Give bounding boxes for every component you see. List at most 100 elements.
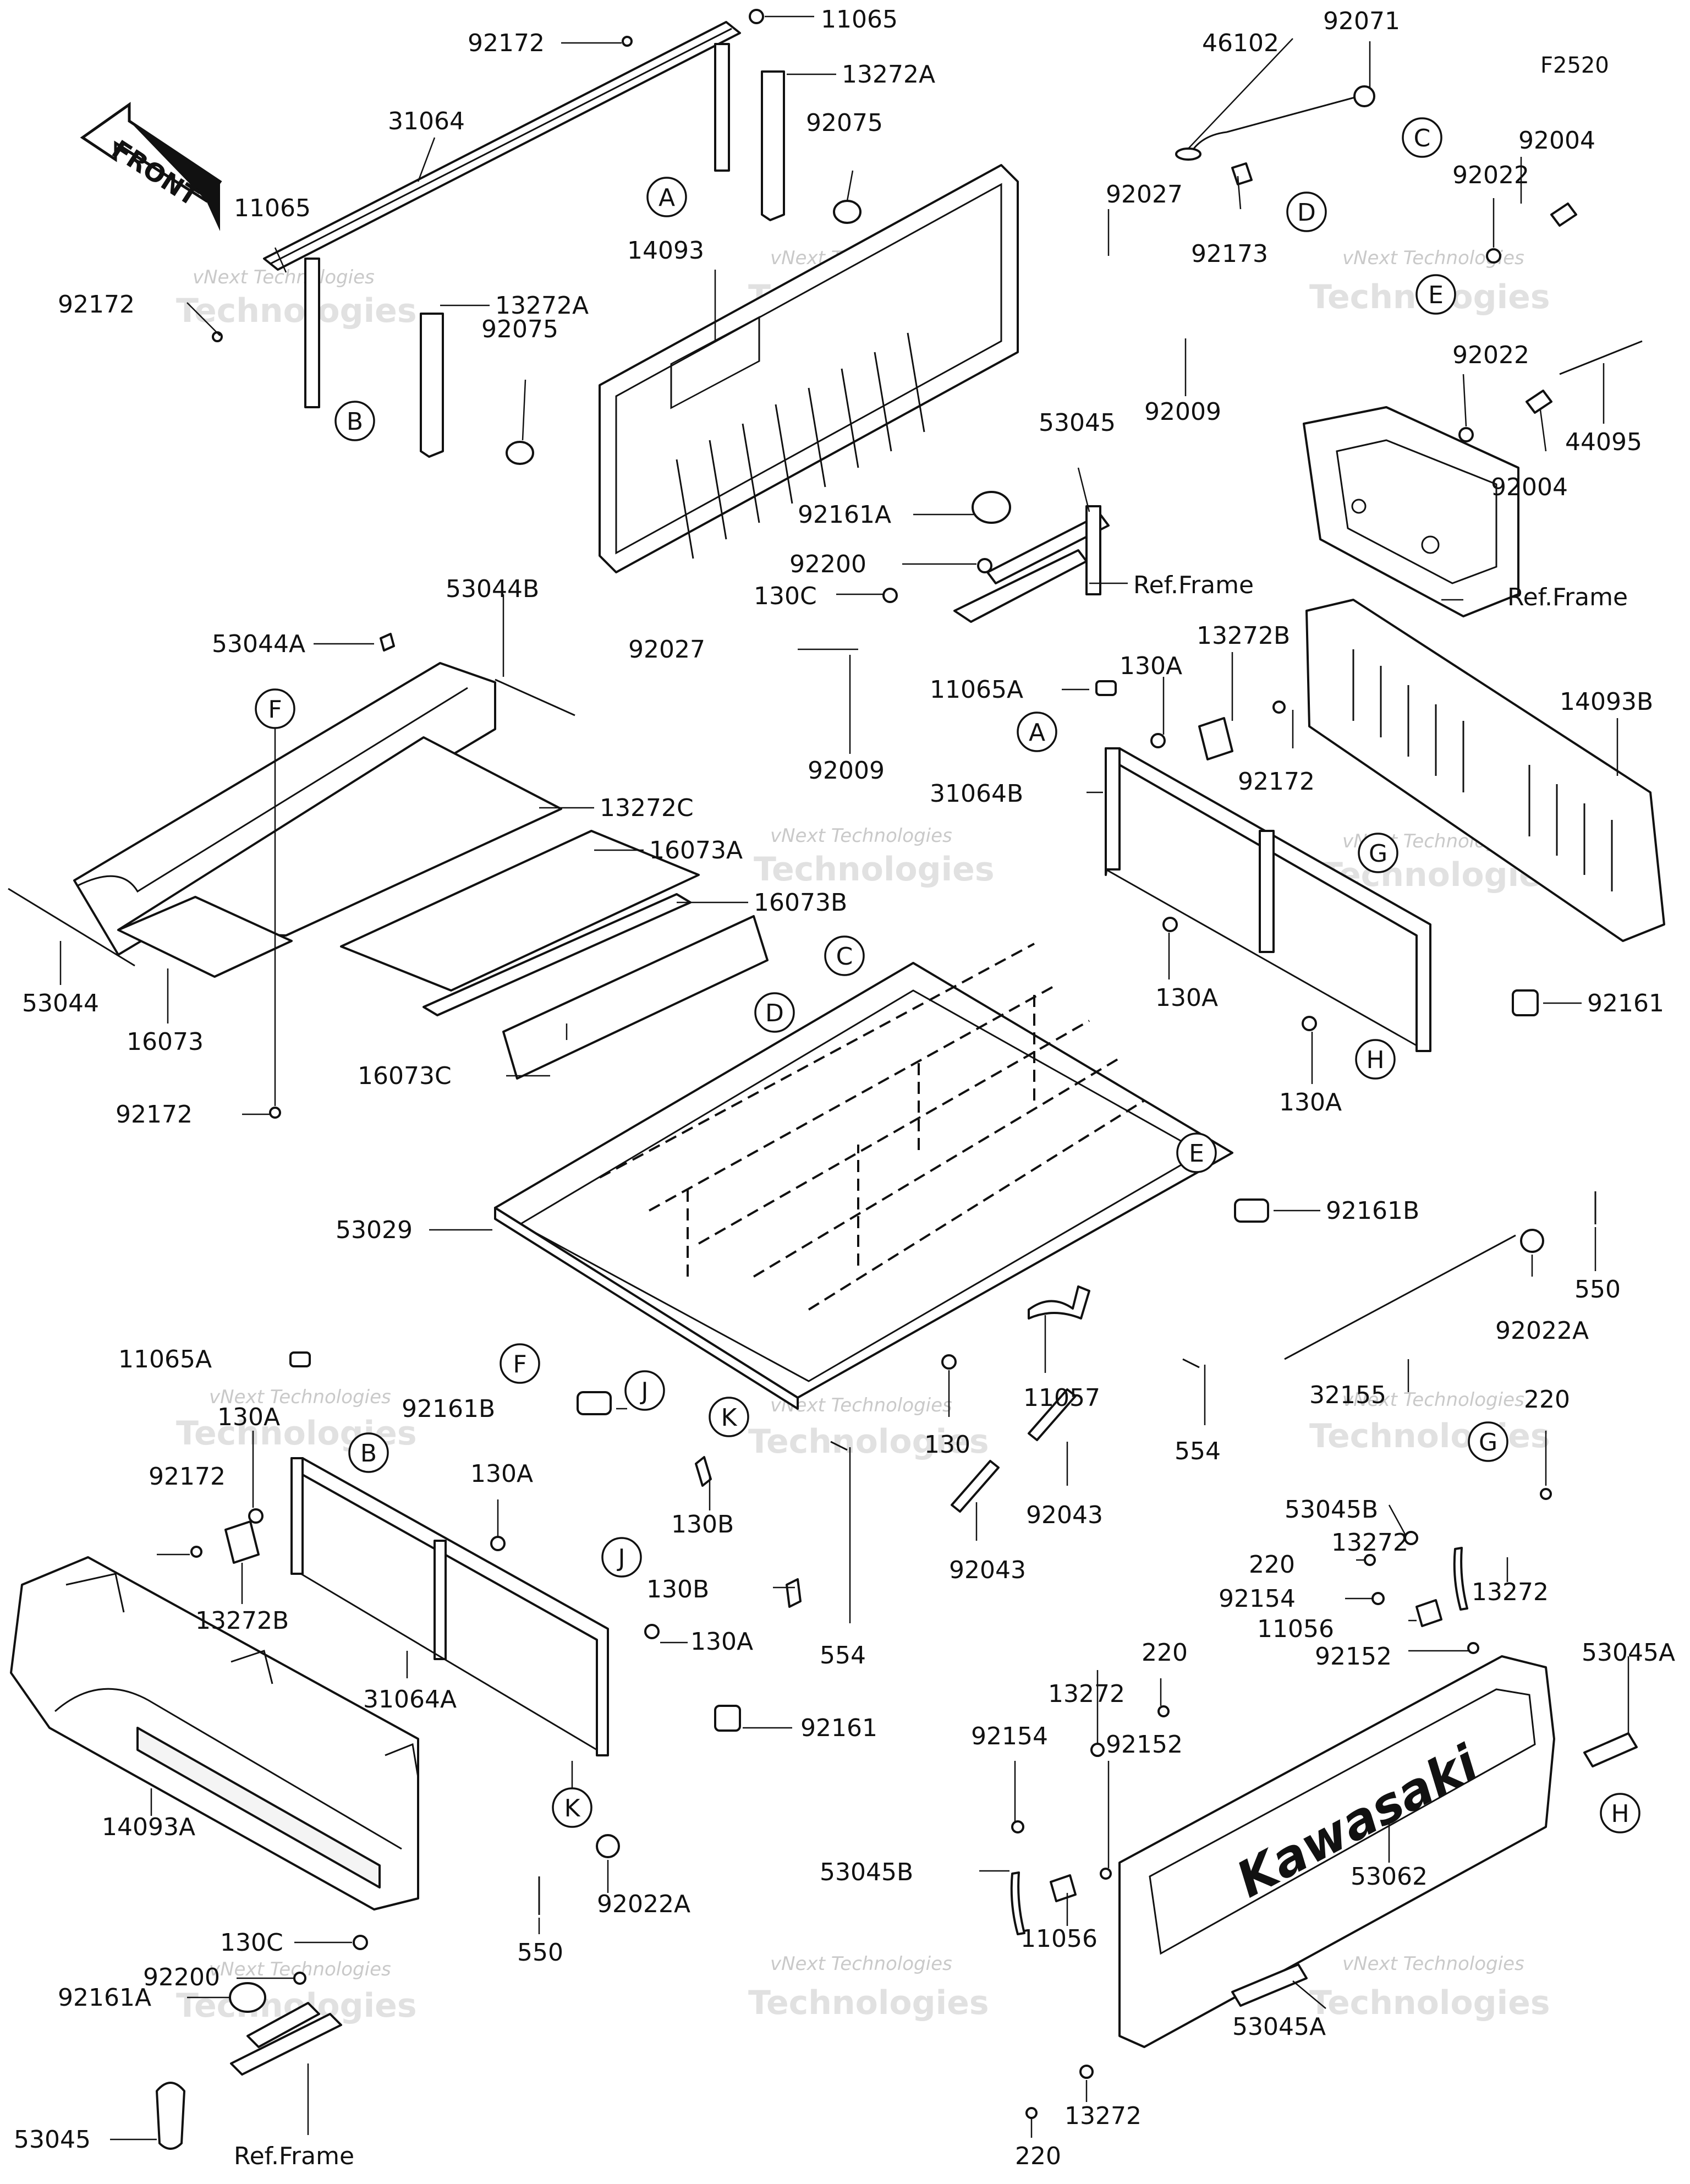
- svg-text:C: C: [1414, 124, 1431, 152]
- cap-92161B-right: [1234, 1198, 1269, 1223]
- label-92075: 92075: [806, 109, 883, 137]
- label-220: 220: [1015, 2142, 1061, 2170]
- nut-92004: [1550, 202, 1577, 227]
- pin-554-a: [1182, 1358, 1200, 1369]
- cap-92161-right: [1512, 989, 1539, 1016]
- label-92200: 92200: [143, 1963, 220, 1991]
- bracket-13272B-upper: [1198, 717, 1233, 760]
- label-53044A: 53044A: [212, 630, 305, 658]
- screw-92172-d: [190, 1546, 202, 1558]
- bracket-11057: [1028, 1285, 1090, 1320]
- front-arrow-icon: FRONT: [80, 102, 222, 231]
- bracket-13272A-lower: [420, 313, 444, 458]
- bolt-92154-b: [1011, 1820, 1024, 1833]
- cover-53044: [73, 662, 562, 956]
- watermark: Technologies: [748, 1984, 989, 2022]
- bolt-92154-a: [1371, 1592, 1385, 1605]
- watermark: vNext Technologies: [1342, 1953, 1524, 1975]
- svg-text:A: A: [1029, 719, 1045, 747]
- clip-13272-a: [1404, 1531, 1418, 1545]
- plug-92075-lower: [506, 441, 534, 465]
- svg-text:E: E: [1189, 1140, 1204, 1168]
- label-16073B: 16073B: [754, 889, 847, 917]
- label-92161A: 92161A: [58, 1984, 151, 2012]
- label-550: 550: [1574, 1276, 1621, 1304]
- svg-text:A: A: [659, 184, 675, 212]
- callout-k-1: K: [709, 1397, 749, 1437]
- label-92009: 92009: [808, 757, 885, 785]
- plug-92075-upper: [833, 200, 862, 224]
- svg-text:H: H: [1611, 1800, 1629, 1828]
- seal-53044B: [495, 678, 575, 716]
- watermark: vNext Technologies: [193, 266, 375, 288]
- callout-g-1: G: [1358, 833, 1398, 873]
- nut-130A-c: [1302, 1016, 1317, 1031]
- label-92154: 92154: [1219, 1585, 1296, 1613]
- label-11056: 11056: [1020, 1925, 1098, 1953]
- callout-f-2: F: [500, 1343, 540, 1384]
- nut-130: [941, 1354, 957, 1370]
- callout-b-2: B: [348, 1432, 389, 1473]
- latch-53045: [953, 491, 1110, 623]
- label-92009: 92009: [1144, 398, 1221, 426]
- label-92172: 92172: [1238, 768, 1315, 796]
- watermark: vNext Technologies: [770, 1394, 952, 1416]
- label-11056: 11056: [1257, 1615, 1334, 1643]
- hinge-11056-upper: [1415, 1599, 1442, 1627]
- label-53045B: 53045B: [1285, 1496, 1378, 1524]
- label-11065A: 11065A: [930, 676, 1023, 704]
- label-13272B: 13272B: [1197, 622, 1290, 650]
- label-92154: 92154: [971, 1722, 1048, 1750]
- label-92172: 92172: [149, 1463, 226, 1491]
- bolt-130C: [882, 588, 898, 603]
- label-92043: 92043: [949, 1556, 1026, 1584]
- watermark: Technologies: [754, 850, 995, 889]
- label-53029: 53029: [336, 1216, 413, 1244]
- label-130C: 130C: [220, 1929, 283, 1957]
- strap-53045B-upper: [1453, 1547, 1468, 1611]
- svg-text:J: J: [640, 1377, 649, 1405]
- label-31064A: 31064A: [363, 1685, 457, 1714]
- nut-92004-b: [1526, 390, 1552, 414]
- seal-53044: [8, 888, 135, 967]
- label-92027: 92027: [628, 636, 705, 664]
- callout-a-2: A: [1017, 711, 1057, 752]
- clip-13272-b: [1090, 1743, 1105, 1757]
- side-panel-14093A: [10, 1556, 419, 1911]
- label-130A: 130A: [217, 1403, 280, 1431]
- label-11065A: 11065A: [118, 1345, 212, 1373]
- clip-13272-c: [1079, 2065, 1094, 2079]
- handle-53045A-right: [1583, 1732, 1638, 1767]
- label-16073C: 16073C: [358, 1062, 452, 1090]
- callout-k-2: K: [552, 1787, 592, 1828]
- svg-text:D: D: [1297, 199, 1316, 227]
- label-130A: 130A: [690, 1628, 753, 1656]
- handle-53045A-lower: [1231, 1963, 1308, 2007]
- rail-31064A: [290, 1457, 609, 1756]
- label-92004: 92004: [1518, 127, 1595, 155]
- callout-g-2: G: [1468, 1421, 1508, 1462]
- label-53045A: 53045A: [1232, 2013, 1326, 2041]
- label-92022: 92022: [1452, 161, 1529, 189]
- watermark: vNext Technologies: [1342, 1389, 1524, 1411]
- bolt-130C-lower: [353, 1935, 368, 1950]
- label-92022A: 92022A: [597, 1890, 690, 1918]
- nut-130A-b: [1162, 917, 1178, 932]
- washer-92022-b: [1458, 427, 1474, 442]
- frame-ref-top: [1303, 406, 1519, 617]
- nut-130A-a: [1150, 733, 1166, 748]
- callout-c-2: C: [824, 935, 865, 976]
- hinge-11056-lower: [1050, 1874, 1077, 1902]
- washer-92152-a: [1467, 1642, 1479, 1654]
- washer-92200-lower: [293, 1972, 306, 1985]
- label-92022A: 92022A: [1495, 1317, 1589, 1345]
- rail-31064: [212, 9, 764, 408]
- label-14093A: 14093A: [102, 1813, 195, 1841]
- watermark: vNext Technologies: [770, 825, 952, 847]
- pin-92043-b: [951, 1460, 1000, 1513]
- label-16073: 16073: [127, 1028, 204, 1056]
- label-92172: 92172: [116, 1101, 193, 1129]
- callout-h-1: H: [1355, 1039, 1396, 1080]
- diagram-code: F2520: [1540, 53, 1609, 78]
